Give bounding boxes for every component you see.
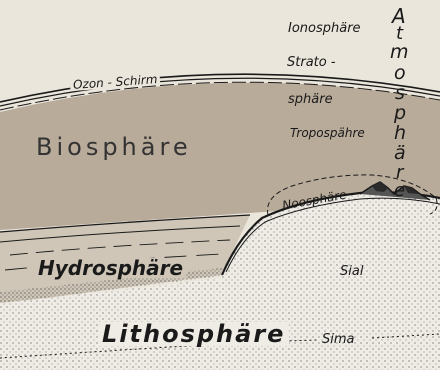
- sima-label: Sima: [322, 333, 355, 346]
- lithosphere-label: Lithosphäre: [98, 322, 289, 346]
- atmosphere-letter-o: o: [394, 64, 406, 83]
- strato-label: Strato -: [287, 56, 336, 69]
- atmosphere-letter-m: m: [390, 43, 409, 62]
- atmosphere-letter-p: p: [394, 104, 406, 123]
- atmosphere-letter-e: e: [394, 182, 405, 200]
- ionosphere-label: Ionosphäre: [288, 22, 361, 35]
- biosphere-label: Biosphäre: [36, 135, 192, 159]
- sial-label: Sial: [340, 265, 363, 278]
- atmosphere-letter-s: s: [395, 84, 405, 103]
- atmosphere-letter-h: h: [394, 124, 406, 143]
- troposphere-label: Tropospähre: [290, 127, 365, 139]
- atmosphere-letter-ae: ä: [394, 144, 406, 163]
- hydrosphere-label: Hydrosphäre: [35, 258, 186, 278]
- sphaere-label: sphäre: [288, 93, 333, 106]
